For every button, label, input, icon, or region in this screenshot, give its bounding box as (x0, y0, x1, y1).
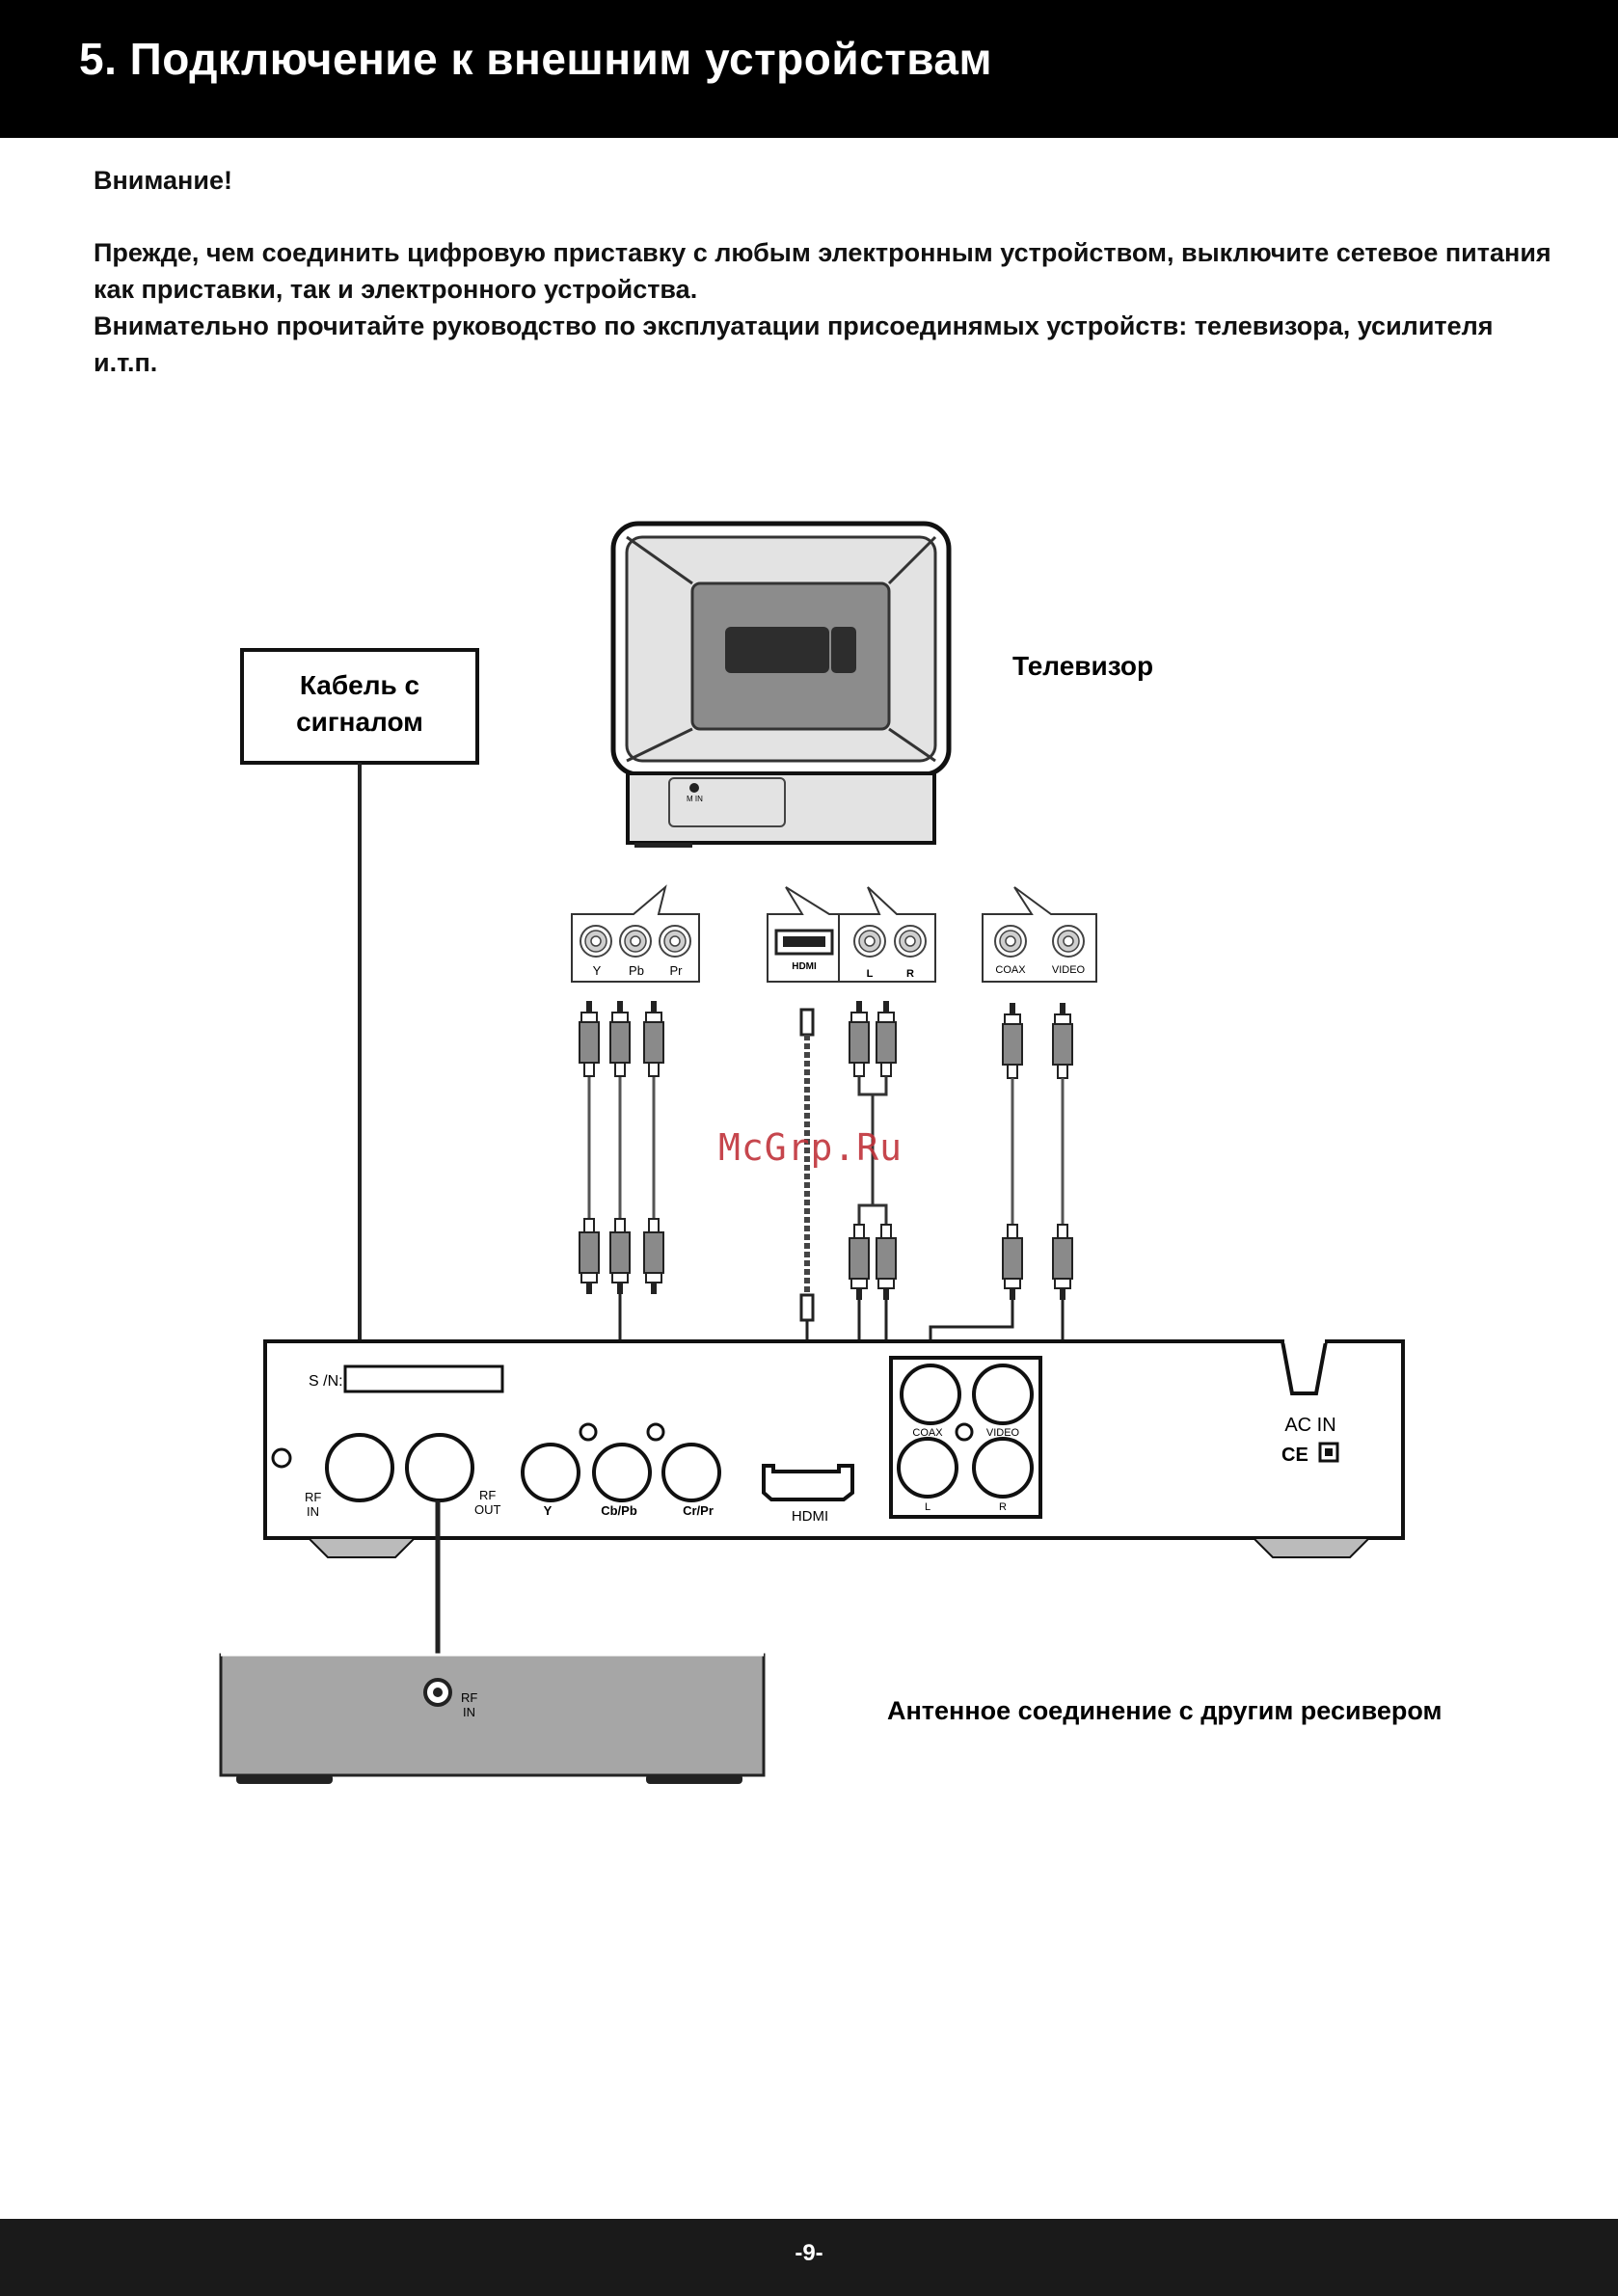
stb-video-label: VIDEO (986, 1427, 1020, 1439)
tv-label: Телевизор (1012, 651, 1153, 681)
component-jacks-callout: Y Pb Pr (571, 884, 700, 983)
jack-pr-label: Pr (670, 963, 684, 978)
hdmi-audio-callout: HDMI L R (767, 886, 936, 983)
callout-l-label: L (867, 968, 874, 980)
cable-box-line1: Кабель с (300, 670, 419, 700)
page-footer: -9- (0, 2219, 1618, 2296)
coax-video-cables (929, 1002, 1073, 1394)
rf-out-label-1: RF (479, 1488, 496, 1502)
rf-out-label-2: OUT (474, 1502, 501, 1517)
notice-line: Прежде, чем соединить цифровую приставку… (94, 238, 1551, 267)
page-header: 5. Подключение к внешним устройствам (0, 0, 1618, 138)
jack-pb-label: Pb (629, 963, 644, 978)
rf-in-label-2: IN (307, 1504, 319, 1519)
notice-line: Внимательно прочитайте руководство по эк… (94, 311, 1494, 377)
set-top-box-rear: S /N: RF IN RF OUT Y Cb/Pb Cr/Pr HDMI CO… (263, 1336, 1405, 1558)
ce-mark: CE (1281, 1445, 1308, 1466)
hdmi-cable (799, 1008, 815, 1466)
callout-coax-label: COAX (995, 964, 1026, 976)
receiver-caption: Антенное соединение с другим ресивером (887, 1696, 1442, 1725)
notice-title: Внимание! (94, 166, 232, 195)
stb-cr-label: Cr/Pr (683, 1503, 714, 1518)
receiver-rf-label-1: RF (461, 1690, 477, 1705)
jack-y-label: Y (593, 963, 602, 978)
notice-body: Прежде, чем соединить цифровую приставку… (94, 234, 1559, 381)
page-number: -9- (795, 2240, 823, 2266)
watermark: McGrp.Ru (718, 1126, 903, 1169)
cable-signal-box: Кабель с сигналом (240, 648, 479, 765)
stb-cb-label: Cb/Pb (601, 1503, 637, 1518)
cable-box-line2: сигналом (296, 707, 423, 737)
receiver-rf-label-2: IN (463, 1705, 475, 1719)
stb-coax-label: COAX (912, 1427, 943, 1439)
coax-video-callout: COAX VIDEO (982, 886, 1097, 983)
callout-r-label: R (906, 968, 914, 980)
stb-l-label: L (925, 1501, 930, 1513)
rf-in-label-1: RF (305, 1490, 321, 1504)
notice-line: как приставки, так и электронного устрой… (94, 275, 698, 304)
second-receiver: RF IN (219, 1653, 766, 1784)
callout-video-label: VIDEO (1052, 964, 1086, 976)
ac-in-label: AC IN (1284, 1415, 1335, 1436)
stb-r-label: R (999, 1501, 1007, 1513)
page-title: 5. Подключение к внешним устройствам (79, 34, 993, 84)
component-cables (579, 1000, 664, 1295)
connection-diagram: Кабель с сигналом M IN Телевизор Y Pb Pr (219, 521, 1442, 1784)
tv-port-label: M IN (687, 795, 703, 803)
stb-hdmi-label: HDMI (792, 1508, 828, 1525)
serial-label: S /N: (309, 1373, 343, 1390)
callout-hdmi-label: HDMI (792, 961, 817, 972)
television: M IN (610, 521, 952, 848)
stb-y-label: Y (544, 1503, 553, 1518)
